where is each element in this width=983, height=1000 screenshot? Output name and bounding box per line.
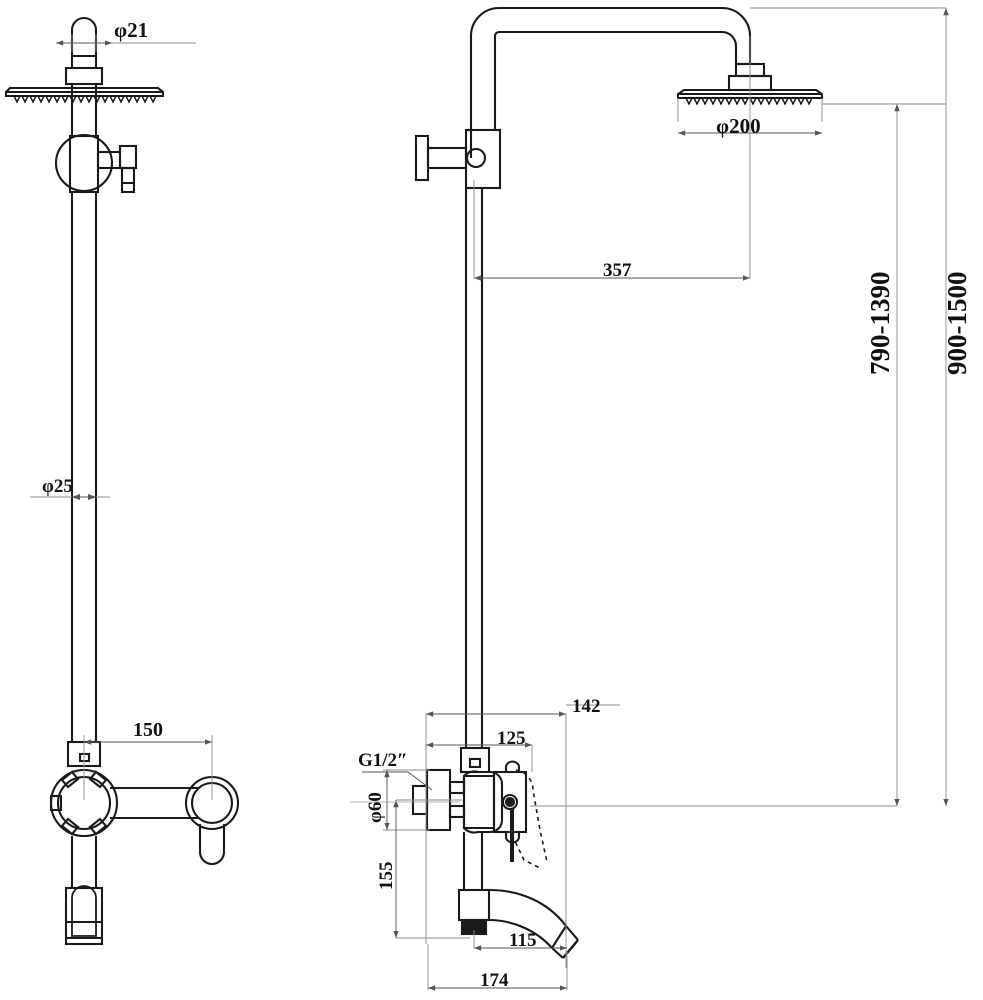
dim-riser-pipe-diameter: φ25 (30, 476, 110, 500)
dim-label-142: 142 (572, 696, 601, 717)
front-spout (64, 885, 104, 946)
dim-valve-inlet-thread: G1/2″ (358, 750, 433, 791)
dim-label-174: 174 (480, 970, 509, 991)
front-slider-bracket (54, 133, 138, 194)
side-view-group (411, 6, 824, 959)
dim-label-150: 150 (133, 719, 163, 741)
dim-label-phi60: φ60 (365, 792, 386, 823)
side-valve-body (462, 760, 528, 844)
side-shower-head-nozzles (685, 97, 813, 106)
side-spout (457, 888, 579, 959)
front-view-group (4, 16, 240, 946)
dim-adjustable-height-outer: 900-1500 (750, 7, 972, 806)
dim-valve-height: 155 (376, 799, 470, 939)
dim-shower-head-diameter: φ200 (677, 98, 946, 138)
front-lower-body (70, 836, 98, 888)
dim-arm-reach: 357 (473, 36, 751, 281)
dim-label-357: 357 (603, 260, 632, 281)
dim-label-900-1500: 900-1500 (942, 272, 972, 376)
dim-spout-projection-long: 174 (427, 944, 568, 991)
dim-label-g12: G1/2″ (358, 750, 408, 771)
dim-escutcheon-diameter: φ60 (365, 769, 430, 831)
side-diverter-lever-phantom (511, 769, 548, 869)
dim-valve-body-depth: 125 (425, 728, 533, 772)
dim-label-125: 125 (497, 728, 526, 749)
dim-label-phi21: φ21 (114, 18, 148, 42)
side-riser-collar (459, 746, 491, 774)
front-main-riser (70, 192, 98, 742)
dim-label-790-1390: 790-1390 (865, 272, 895, 376)
dim-label-phi200: φ200 (716, 114, 761, 138)
front-shower-head (4, 86, 165, 98)
dim-riser-top-diameter: φ21 (56, 18, 196, 52)
dim-label-155: 155 (376, 862, 397, 891)
dim-spout-projection-short: 115 (473, 930, 568, 968)
side-slider-bracket (414, 128, 502, 190)
front-upper-riser (70, 84, 98, 136)
dim-adjustable-height-inner: 790-1390 (530, 104, 900, 807)
front-top-nipple (70, 16, 98, 70)
dim-label-115: 115 (509, 930, 536, 951)
centerlines (83, 98, 751, 803)
side-shower-arm (469, 6, 752, 130)
front-handle-arm (110, 786, 198, 820)
side-lower-body (462, 832, 484, 890)
front-head-collar (64, 66, 104, 86)
side-main-riser (464, 188, 484, 748)
dim-label-phi25: φ25 (42, 476, 73, 497)
